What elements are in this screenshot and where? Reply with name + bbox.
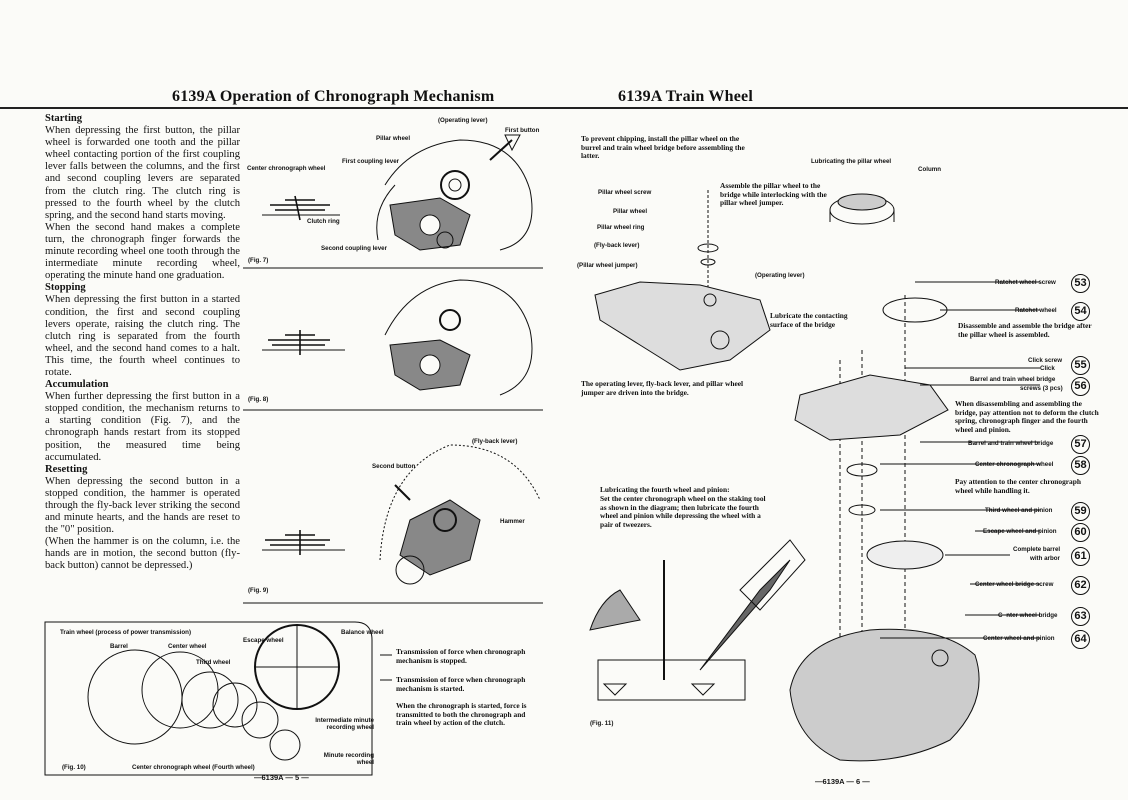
left-page-title: 6139A Operation of Chronograph Mechanism (172, 88, 495, 105)
fig10-center-chrono-fourth-label: Center chronograph wheel (Fourth wheel) (132, 764, 255, 771)
part-57-label: Barrel and train wheel bridge (968, 440, 1054, 447)
fig10-escape-wheel-label: Escape wheel (243, 637, 284, 644)
lubricating-pillar-label: Lubricating the pillar wheel (811, 158, 892, 165)
accumulation-body: When further depressing the first button… (45, 391, 240, 463)
part-53-label: Ratchet wheel screw (995, 279, 1056, 286)
column-label: Column (918, 166, 942, 173)
resetting-body: When depressing the second button in a s… (45, 475, 240, 536)
fig10-minute-recording-label: Minute recording wheel (323, 752, 374, 766)
pillar-wheel-ring-label: Pillar wheel ring (597, 224, 645, 231)
part-61-label: Complete barrel (1013, 546, 1061, 553)
part-61-badge: 61 (1071, 547, 1090, 566)
left-body-text: Starting When depressing the first butto… (45, 113, 240, 573)
fig7-first-button-label: First button (505, 127, 540, 134)
part-63-label: C· nter wheel bridge (998, 612, 1058, 619)
accumulation-heading: Accumulation (45, 379, 109, 391)
part-55-label: Click screw (1028, 357, 1063, 364)
part-59-badge: 59 (1071, 502, 1090, 521)
fig10-train-wheel-label: Train wheel (process of power transmissi… (60, 629, 192, 636)
fig9-caption: (Fig. 9) (248, 587, 269, 594)
header-rule (0, 107, 1128, 109)
resetting-body-2: (When the hammer is on the column, i.e. … (45, 536, 240, 572)
part-60-label: Escape wheel and pinion (983, 528, 1057, 535)
fig11-caption: (Fig. 11) (590, 720, 614, 727)
fig10-balance-wheel-label: Balance wheel (341, 629, 384, 636)
resetting-heading: Resetting (45, 463, 88, 475)
intro-note: To prevent chipping, install the pillar … (581, 134, 745, 160)
fig10-caption: (Fig. 10) (62, 764, 86, 771)
part-61-label-2: with arbor (1030, 555, 1060, 562)
fig10-legend-started: Transmission of force when chronograph m… (396, 675, 526, 693)
fig9-fly-back-lever-label: (Fly-back lever) (472, 438, 518, 445)
fig9-second-button-label: Second button (372, 463, 416, 470)
note-54: Disassemble and assemble the bridge afte… (958, 321, 1092, 339)
part-54-label: Ratchet wheel (1015, 307, 1057, 314)
fig7-center-chronograph-wheel-label: Center chronograph wheel (247, 165, 326, 172)
right-page-title: 6139A Train Wheel (618, 88, 753, 105)
part-59-label: Third wheel and pinion (985, 507, 1053, 514)
part-62-label: Center wheel bridge screw (975, 581, 1054, 588)
left-page-number: —6139A — 5 — (254, 773, 309, 782)
fig7-pillar-wheel-label: Pillar wheel (376, 135, 411, 142)
fig10-legend-stopped: Transmission of force when chronograph m… (396, 647, 526, 665)
part-58-label: Center chronograph wheel (975, 461, 1054, 468)
part-55-label-2: Click (1040, 365, 1055, 372)
stopping-body: When depressing the first button in a st… (45, 294, 240, 378)
part-60-badge: 60 (1071, 523, 1090, 542)
fig10-center-wheel-label: Center wheel (168, 643, 207, 650)
lubricate-contact-note: Lubricate the contacting surface of the … (770, 311, 848, 329)
note-58: Pay attention to the center chronograph … (955, 477, 1081, 495)
part-53-badge: 53 (1071, 274, 1090, 293)
fig10-third-wheel-label: Third wheel (196, 659, 231, 666)
part-58-badge: 58 (1071, 456, 1090, 475)
part-54-badge: 54 (1071, 302, 1090, 321)
fig7-clutch-ring-label: Clutch ring (307, 218, 340, 225)
right-page-number: —6139A — 6 — (815, 777, 870, 786)
pillar-wheel-jumper-label: (Pillar wheel jumper) (577, 262, 638, 269)
fly-back-lever-label: (Fly-back lever) (594, 242, 640, 249)
part-55-badge: 55 (1071, 356, 1090, 375)
fourth-wheel-note-heading: Lubricating the fourth wheel and pinion: (600, 485, 730, 494)
fig10-intermediate-label: Intermediate minute recording wheel (315, 717, 374, 731)
starting-body-2: When the second hand makes a complete tu… (45, 221, 240, 282)
stopping-heading: Stopping (45, 282, 86, 294)
part-56-label: Barrel and train wheel bridge (970, 376, 1056, 383)
pillar-wheel-screw-label: Pillar wheel screw (598, 189, 652, 196)
part-64-label: Center wheel and pinion (983, 635, 1055, 642)
fig10-barrel-label: Barrel (110, 643, 128, 650)
fig7-first-coupling-lever-label: First coupling lever (342, 158, 400, 165)
fig8-caption: (Fig. 8) (248, 396, 269, 403)
fig7-second-coupling-lever-label: Second coupling lever (321, 245, 388, 252)
part-56-label-2: screws (3 pcs) (1020, 385, 1063, 392)
pillar-wheel-label: Pillar wheel (613, 208, 648, 215)
operating-lever-label: (Operating lever) (755, 272, 805, 279)
starting-body: When depressing the first button, the pi… (45, 125, 240, 221)
part-64-badge: 64 (1071, 630, 1090, 649)
starting-heading: Starting (45, 113, 83, 124)
fig7-operating-lever-label: (Operating lever) (438, 117, 488, 124)
part-62-badge: 62 (1071, 576, 1090, 595)
part-57-badge: 57 (1071, 435, 1090, 454)
fig7-caption: (Fig. 7) (248, 257, 269, 264)
assemble-note: Assemble the pillar wheel to the bridge … (720, 181, 827, 207)
part-63-badge: 63 (1071, 607, 1090, 626)
fig9-hammer-label: Hammer (500, 518, 525, 525)
driven-note: The operating lever, fly-back lever, and… (581, 379, 744, 397)
fourth-wheel-note: Set the center chronograph wheel on the … (600, 494, 766, 529)
note-56: When disassembling and assembling the br… (955, 399, 1099, 434)
part-56-badge: 56 (1071, 377, 1090, 396)
fig10-note: When the chronograph is started, force i… (396, 701, 527, 727)
